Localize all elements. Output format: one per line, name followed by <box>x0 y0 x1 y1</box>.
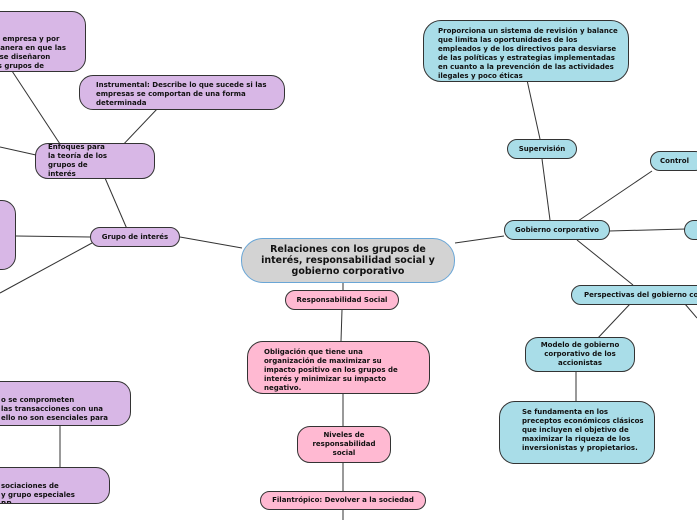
supervision-node[interactable]: Supervisión <box>507 139 577 159</box>
comprometen-partial-node[interactable]: o se comprometen las transacciones con u… <box>0 381 131 426</box>
control-node[interactable]: Control <box>650 151 697 171</box>
link-grupo-enfoques <box>104 177 128 230</box>
link-perspectivas-right <box>684 303 697 319</box>
obligacion-text: Obligación que tiene una organización de… <box>264 348 398 392</box>
left-partial-box[interactable] <box>0 200 16 270</box>
perspectivas-label: Perspectivas del gobierno co <box>584 290 697 299</box>
link-gobierno-right <box>608 228 687 232</box>
asociaciones-partial-node[interactable]: sociaciones de y grupo especiales RP <box>0 467 110 504</box>
right-partial-node[interactable] <box>684 220 697 240</box>
link-supervision-desc <box>526 79 541 140</box>
modelo-desc-node[interactable]: Se fundamenta en los preceptos económico… <box>499 401 655 464</box>
top-partial-text: al la empresa y por manera en que las s … <box>0 26 66 70</box>
link-center-grupo <box>179 236 243 249</box>
responsabilidad-social-node[interactable]: Responsabilidad Social <box>285 290 399 310</box>
link-enfoques-top <box>11 70 61 145</box>
modelo-node[interactable]: Modelo de gobierno corporativo de los ac… <box>525 337 635 372</box>
link-gobierno-perspectivas <box>576 239 634 286</box>
instrumental-node[interactable]: Instrumental: Describe lo que sucede si … <box>79 75 285 110</box>
enfoques-label: Enfoques para la teoría de los grupos de… <box>48 143 108 178</box>
obligacion-node[interactable]: Obligación que tiene una organización de… <box>247 341 430 394</box>
responsabilidad-social-label: Responsabilidad Social <box>296 295 388 304</box>
link-gobierno-control <box>577 170 653 222</box>
link-grupo-down <box>0 242 93 294</box>
link-grupo-leftbox <box>15 235 91 238</box>
filantropico-node[interactable]: Filantrópico: Devolver a la sociedad <box>260 491 426 510</box>
control-label: Control <box>660 156 689 165</box>
enfoques-node[interactable]: Enfoques para la teoría de los grupos de… <box>35 143 155 179</box>
niveles-label: Niveles de responsabilidad social <box>312 431 376 457</box>
asociaciones-partial-text: sociaciones de y grupo especiales RP <box>1 482 75 504</box>
modelo-label: Modelo de gobierno corporativo de los ac… <box>540 341 620 367</box>
link-perspectivas-modelo <box>596 303 631 340</box>
central-topic-label: Relaciones con los grupos de interés, re… <box>261 244 435 277</box>
perspectivas-node[interactable]: Perspectivas del gobierno co <box>571 285 697 305</box>
gobierno-corporativo-label: Gobierno corporativo <box>515 225 599 234</box>
link-enfoques-left <box>0 146 37 156</box>
gobierno-corporativo-node[interactable]: Gobierno corporativo <box>504 220 610 240</box>
filantropico-label: Filantrópico: Devolver a la sociedad <box>272 496 414 504</box>
supervision-desc-text: Proporciona un sistema de revisión y bal… <box>438 27 618 80</box>
supervision-desc-node[interactable]: Proporciona un sistema de revisión y bal… <box>423 20 629 82</box>
comprometen-partial-text: o se comprometen las transacciones con u… <box>1 396 108 425</box>
link-gobierno-supervision <box>541 158 551 221</box>
link-responsabilidad-obligacion <box>340 309 343 342</box>
link-enfoques-instrumental <box>119 107 159 149</box>
supervision-label: Supervisión <box>518 144 566 153</box>
grupo-interes-node[interactable]: Grupo de interés <box>90 227 180 247</box>
top-partial-node[interactable]: al la empresa y por manera en que las s … <box>0 11 86 72</box>
instrumental-text: Instrumental: Describe lo que sucede si … <box>96 81 267 107</box>
grupo-interes-label: Grupo de interés <box>101 232 169 241</box>
niveles-node[interactable]: Niveles de responsabilidad social <box>297 426 391 463</box>
modelo-desc-text: Se fundamenta en los preceptos económico… <box>522 408 644 452</box>
link-center-gobierno <box>454 235 505 244</box>
central-topic[interactable]: Relaciones con los grupos de interés, re… <box>241 238 455 283</box>
